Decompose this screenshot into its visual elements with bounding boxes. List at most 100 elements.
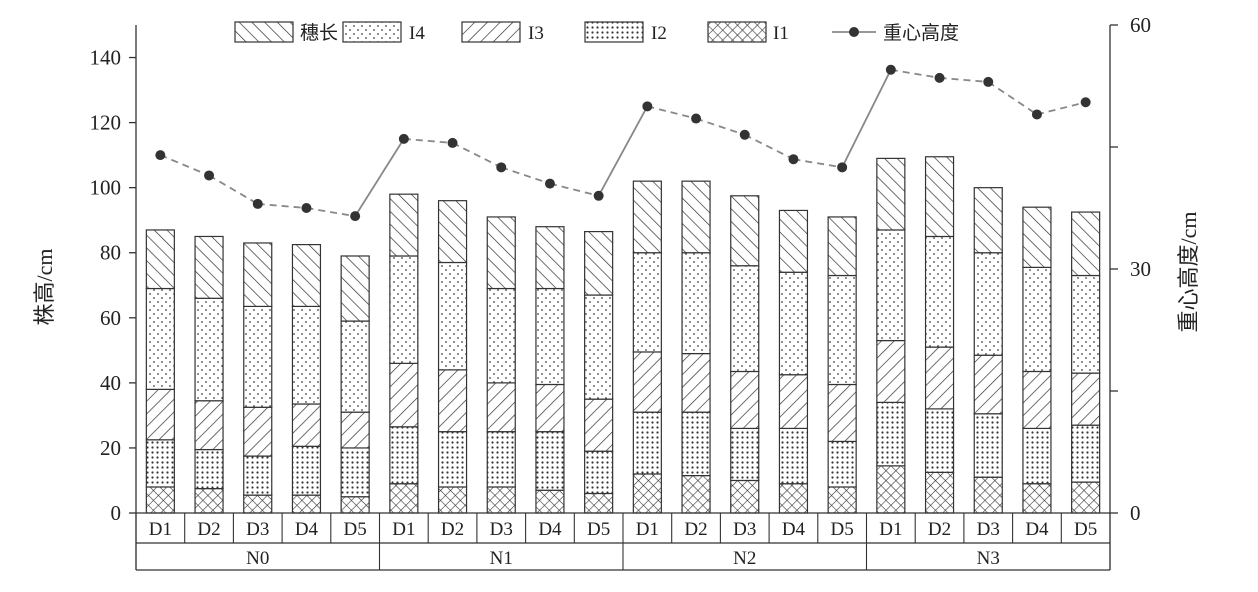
x-tick-label-sub: D1 xyxy=(636,519,659,540)
legend-swatch-sparse-dots xyxy=(342,21,402,43)
legend-label: I3 xyxy=(528,23,544,44)
bar-segment-n3-d1 xyxy=(876,229,906,342)
x-tick-label-sub: D4 xyxy=(782,519,806,540)
line-segment-dashed xyxy=(500,166,551,185)
line-point-n2-d1 xyxy=(642,101,653,112)
line-point-n3-d4 xyxy=(1031,109,1042,120)
right-tick-label: 30 xyxy=(1130,257,1151,281)
line-segment-dashed xyxy=(793,158,843,169)
bar-segment-n1-d2 xyxy=(437,369,468,433)
line-point-n0-d3 xyxy=(252,198,263,209)
bar-segment-n3-d5 xyxy=(1071,211,1101,277)
bar-segment-n1-d5 xyxy=(584,294,614,400)
right-tick-label: 60 xyxy=(1130,13,1151,37)
legend-swatch-dense-dots xyxy=(584,21,644,43)
line-point-n3-d1 xyxy=(885,64,896,75)
bar-segment-n1-d1 xyxy=(389,362,419,428)
bar-segment-n1-d4 xyxy=(535,226,565,290)
x-tick-label-sub: D3 xyxy=(977,519,1000,540)
line-segment-dashed xyxy=(647,105,697,120)
line-segment-dashed xyxy=(257,203,307,209)
legend-swatch-slash-hatch xyxy=(461,21,521,43)
line-point-n0-d1 xyxy=(155,150,166,161)
bar-segment-n0-d5 xyxy=(340,320,370,413)
left-tick-label: 80 xyxy=(100,241,121,265)
line-point-n3-d5 xyxy=(1080,97,1091,108)
legend-label: 重心高度 xyxy=(883,22,959,44)
bar-segment-n2-d2 xyxy=(681,474,711,514)
bar-segment-n2-d1 xyxy=(632,180,662,254)
line-point-n1-d1 xyxy=(398,133,409,144)
x-tick-label-sub: D1 xyxy=(149,519,172,540)
x-tick-label-group: N3 xyxy=(977,548,1000,569)
bar-segment-n0-d2 xyxy=(194,235,224,299)
bar-segment-n1-d3 xyxy=(486,287,516,384)
x-tick-label-sub: D2 xyxy=(684,519,707,540)
line-segment-dashed xyxy=(987,81,1038,116)
x-tick-label-sub: D5 xyxy=(831,519,854,540)
bar-segment-n0-d4 xyxy=(291,244,322,308)
legend: 穗长 I4 I3 I2 I1 重心高度 xyxy=(234,21,959,44)
bar-segment-n0-d4 xyxy=(291,305,322,405)
bar-segment-n0-d3 xyxy=(243,494,273,514)
bar-segment-n1-d2 xyxy=(437,431,468,488)
bar-segment-n0-d2 xyxy=(194,400,224,451)
bar-segment-n2-d3 xyxy=(730,479,760,514)
bar-segment-n1-d2 xyxy=(437,486,468,514)
bar-segment-n1-d1 xyxy=(389,426,419,485)
right-tick-label: 0 xyxy=(1130,501,1141,525)
x-tick-label-sub: D3 xyxy=(246,519,269,540)
bar-segment-n3-d1 xyxy=(876,157,906,231)
bar-segment-n1-d4 xyxy=(535,489,565,514)
line-segment-dashed xyxy=(403,137,453,144)
bar-segment-n2-d4 xyxy=(778,427,809,485)
bar-segment-n0-d3 xyxy=(243,242,273,308)
bar-segment-n0-d3 xyxy=(243,406,273,457)
bar-segment-n1-d3 xyxy=(486,486,516,514)
legend-item-i2: I2 xyxy=(584,21,667,44)
x-tick-label-sub: D5 xyxy=(344,519,367,540)
bar-segment-n0-d1 xyxy=(145,388,175,441)
line-point-n2-d2 xyxy=(691,113,702,124)
bar-segment-n0-d2 xyxy=(194,488,224,514)
bar-segment-n2-d1 xyxy=(632,351,662,413)
bar-segment-n2-d3 xyxy=(730,427,760,482)
legend-label: I1 xyxy=(773,23,789,44)
bar-segment-n3-d4 xyxy=(1022,266,1052,373)
x-tick-label-sub: D1 xyxy=(879,519,902,540)
bar-segment-n2-d1 xyxy=(632,411,662,475)
line-segment-dashed xyxy=(452,142,502,169)
bar-segment-n0-d2 xyxy=(194,448,224,490)
bar-segment-n3-d4 xyxy=(1022,427,1052,485)
bar-segment-n0-d4 xyxy=(291,445,322,496)
x-tick-label-group: N1 xyxy=(490,548,513,569)
line-point-n0-d4 xyxy=(301,203,312,213)
bar-segment-n3-d5 xyxy=(1071,274,1101,374)
bar-segment-n2-d3 xyxy=(730,265,760,373)
bar-segment-n0-d3 xyxy=(243,305,273,408)
legend-marker xyxy=(849,27,859,37)
bar-segment-n0-d1 xyxy=(145,229,175,290)
legend-item-i1: I1 xyxy=(707,21,789,44)
x-tick-label-sub: D4 xyxy=(1025,519,1049,540)
line-point-n3-d3 xyxy=(983,76,994,87)
legend-label: 穗长 xyxy=(300,22,338,44)
legend-label: I4 xyxy=(409,23,425,44)
bar-segment-n1-d4 xyxy=(535,431,565,491)
bar-segment-n3-d5 xyxy=(1071,481,1101,514)
line-point-n2-d3 xyxy=(739,129,750,140)
x-tick-label-sub: D5 xyxy=(587,519,610,540)
legend-item-i4: I4 xyxy=(342,21,425,44)
left-tick-label: 20 xyxy=(100,436,121,460)
legend-swatch-backslash-hatch xyxy=(234,21,294,43)
bar-segment-n2-d2 xyxy=(681,180,711,254)
bar-segment-n2-d3 xyxy=(730,370,760,430)
bar-segment-n3-d3 xyxy=(973,413,1003,478)
bar-segment-n0-d5 xyxy=(340,496,370,514)
bar-segment-n1-d4 xyxy=(535,383,565,433)
legend-swatch-cross-hatch xyxy=(707,21,767,43)
bar-segment-n2-d5 xyxy=(827,383,857,443)
x-tick-label-sub: D4 xyxy=(538,519,562,540)
bar-segment-n1-d2 xyxy=(437,261,468,371)
legend-item-center-of-gravity: 重心高度 xyxy=(832,22,959,44)
